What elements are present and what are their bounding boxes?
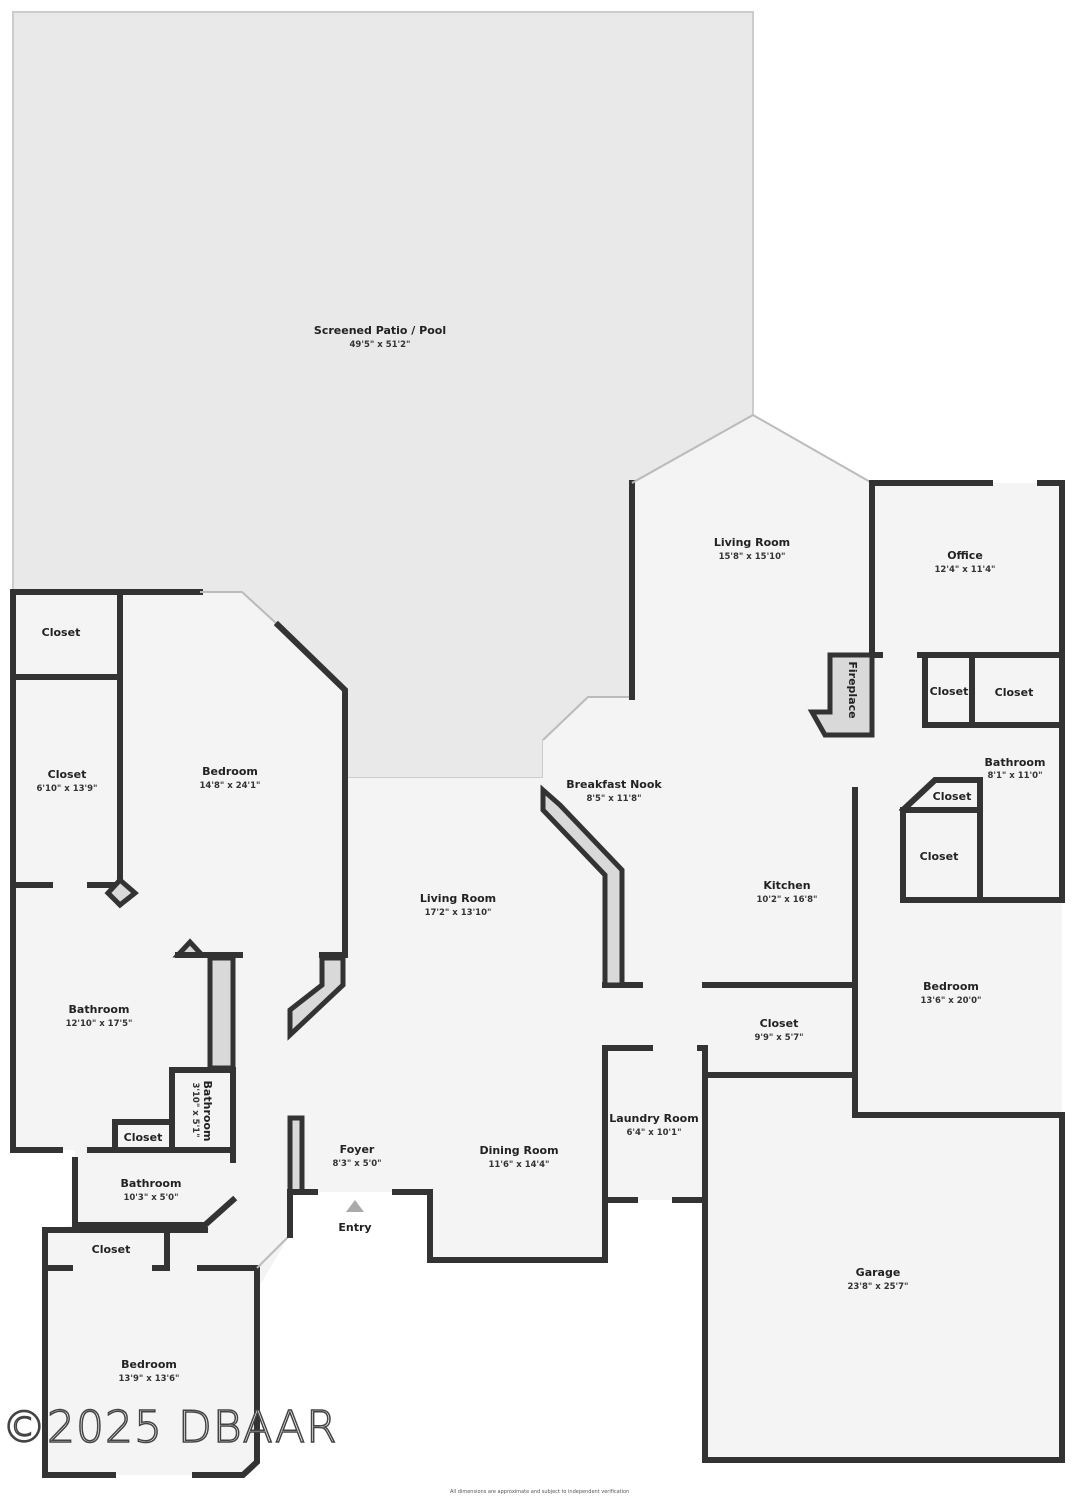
closet-dims: 6'10" x 13'9" bbox=[37, 784, 98, 794]
bedroom-label: Bedroom bbox=[202, 765, 258, 778]
foyer-label: Foyer bbox=[340, 1143, 375, 1156]
entry-label: Entry bbox=[338, 1221, 371, 1234]
bathroom-dims: 3'10" x 5'1" bbox=[190, 1082, 200, 1137]
entry-arrow-icon bbox=[346, 1200, 364, 1212]
breakfast-nook-dims: 8'5" x 11'8" bbox=[586, 794, 641, 804]
dining-room-dims: 11'6" x 14'4" bbox=[489, 1160, 550, 1170]
closet-label: Closet bbox=[124, 1131, 163, 1144]
bedroom-label: Bedroom bbox=[923, 980, 979, 993]
foyer-dims: 8'3" x 5'0" bbox=[332, 1159, 381, 1169]
closet-label: Closet bbox=[92, 1243, 131, 1256]
bedroom-dims: 13'9" x 13'6" bbox=[119, 1374, 180, 1384]
bathroom-label: Bathroom bbox=[201, 1081, 214, 1142]
office-dims: 12'4" x 11'4" bbox=[935, 565, 996, 575]
patio-label: Screened Patio / Pool bbox=[314, 324, 446, 337]
bedroom-dims: 13'6" x 20'0" bbox=[921, 996, 982, 1006]
disclaimer: All dimensions are approximate and subje… bbox=[450, 1489, 630, 1495]
garage-label: Garage bbox=[856, 1266, 901, 1279]
bathroom-dims: 8'1" x 11'0" bbox=[987, 771, 1042, 781]
bedroom-label: Bedroom bbox=[121, 1358, 177, 1371]
closet-label: Closet bbox=[760, 1017, 799, 1030]
garage-dims: 23'8" x 25'7" bbox=[848, 1282, 909, 1292]
room-labels: Screened Patio / Pool 49'5" x 51'2" Livi… bbox=[37, 324, 1046, 1384]
patio-dims: 49'5" x 51'2" bbox=[350, 340, 411, 350]
closet-label: Closet bbox=[995, 686, 1034, 699]
bathroom-label: Bathroom bbox=[985, 756, 1046, 769]
walls bbox=[10, 413, 1065, 1478]
closet-dims: 9'9" x 5'7" bbox=[754, 1033, 803, 1043]
bathroom-label: Bathroom bbox=[121, 1177, 182, 1190]
living-room-label: Living Room bbox=[420, 892, 496, 905]
bathroom-dims: 12'10" x 17'5" bbox=[66, 1019, 133, 1029]
closet-label: Closet bbox=[42, 626, 81, 639]
kitchen-dims: 10'2" x 16'8" bbox=[757, 895, 818, 905]
closet-label: Closet bbox=[48, 768, 87, 781]
floor-fill bbox=[13, 415, 1062, 1475]
laundry-room-dims: 6'4" x 10'1" bbox=[626, 1128, 681, 1138]
living-room-dims: 17'2" x 13'10" bbox=[425, 908, 492, 918]
bedroom-dims: 14'8" x 24'1" bbox=[200, 781, 261, 791]
living-room-rear-dims: 15'8" x 15'10" bbox=[719, 552, 786, 562]
breakfast-nook-label: Breakfast Nook bbox=[566, 778, 662, 791]
bathroom-label: Bathroom bbox=[69, 1003, 130, 1016]
fireplace-label: Fireplace bbox=[846, 661, 859, 718]
closet-label: Closet bbox=[930, 685, 969, 698]
closet-label: Closet bbox=[933, 790, 972, 803]
kitchen-label: Kitchen bbox=[763, 879, 810, 892]
closet-label: Closet bbox=[920, 850, 959, 863]
laundry-room-label: Laundry Room bbox=[609, 1112, 698, 1125]
watermark: ©2025 DBAAR bbox=[1, 1401, 338, 1454]
living-room-rear-label: Living Room bbox=[714, 536, 790, 549]
bathroom-dims: 10'3" x 5'0" bbox=[123, 1193, 178, 1203]
dining-room-label: Dining Room bbox=[479, 1144, 558, 1157]
office-label: Office bbox=[947, 549, 983, 562]
